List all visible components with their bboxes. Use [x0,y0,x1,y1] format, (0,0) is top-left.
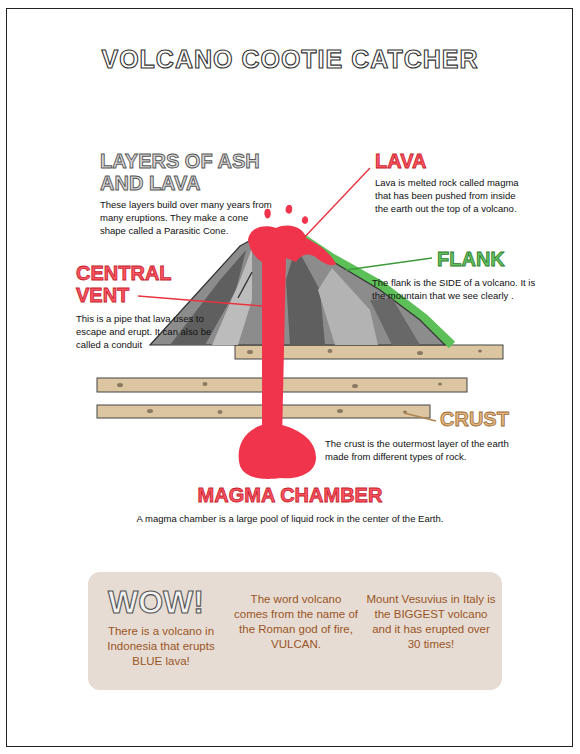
part-description: Lava is melted rock called magma that ha… [375,176,530,215]
fact-box: WOW! There is a volcano in Indonesia that… [88,572,502,690]
part-description: The crust is the outermost layer of the … [325,437,525,463]
part-heading: CRUST [440,408,550,430]
part-description: These layers build over many years from … [100,198,272,237]
part-heading: LAVA [375,150,495,172]
lava-flow [239,205,336,479]
part-description: This is a pipe that lava uses to escape … [76,312,230,351]
part-heading: CENTRAL VENT [76,262,196,306]
part-heading: FLANK [437,248,547,270]
fact-text: There is a volcano in Indonesia that eru… [96,624,226,669]
page-frame [7,9,573,747]
fact-text: The word volcano comes from the name of … [234,592,358,652]
fact-text: Mount Vesuvius in Italy is the BIGGEST v… [366,592,496,652]
fact-heading: WOW! [108,584,228,620]
crust-bands [97,345,503,418]
part-description: The flank is the SIDE of a volcano. It i… [372,276,542,302]
part-description: A magma chamber is a large pool of liqui… [90,512,490,525]
part-heading: LAYERS OF ASH AND LAVA [100,150,265,194]
part-heading: MAGMA CHAMBER [130,484,450,506]
diagram-title: VOLCANO COOTIE CATCHER [0,44,580,74]
